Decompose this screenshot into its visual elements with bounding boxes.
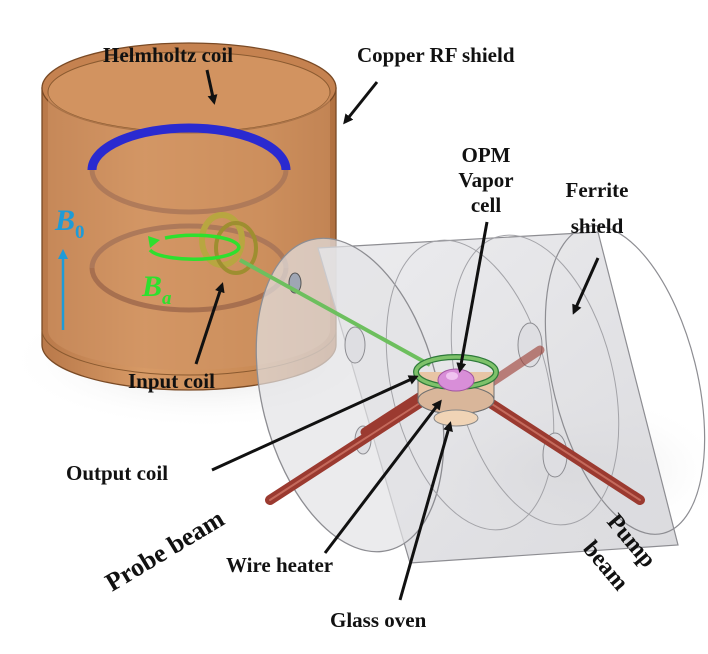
helmholtz-coil-upper — [87, 123, 291, 215]
label-ferrite-shield-line2: shield — [571, 214, 624, 238]
input-coil — [199, 212, 258, 275]
label-copper-rf-shield: Copper RF shield — [357, 43, 515, 67]
label-opm-vapor-cell-line2: Vapor — [458, 168, 513, 192]
label-glass-oven: Glass oven — [330, 608, 427, 632]
label-helmholtz-coil: Helmholtz coil — [103, 43, 233, 67]
arrow-wire-heater — [323, 399, 442, 554]
label-output-coil: Output coil — [66, 461, 168, 485]
arrow-copper-rf-shield — [343, 81, 379, 125]
arrow-glass-oven — [398, 421, 453, 601]
arrow-input-coil — [194, 282, 225, 365]
label-opm-vapor-cell-line1: OPM — [462, 143, 511, 167]
label-input-coil: Input coil — [128, 369, 215, 393]
arrow-ferrite-shield — [572, 257, 600, 315]
transfer-line — [239, 258, 431, 367]
arrow-opm-vapor-cell — [456, 221, 489, 373]
label-ferrite-shield-line1: Ferrite — [566, 178, 629, 202]
label-ba-subscript: a — [162, 288, 172, 309]
label-opm-vapor-cell-line3: cell — [471, 193, 501, 217]
label-wire-heater: Wire heater — [226, 553, 333, 577]
arrow-helmholtz-coil — [205, 69, 218, 105]
ba-field-arrow — [148, 233, 241, 261]
label-ba: Ba — [141, 270, 172, 309]
probe-beam — [265, 390, 437, 505]
label-b0-symbol: B — [54, 204, 75, 237]
pump-beam — [473, 390, 645, 505]
label-probe-beam: Probe beam — [100, 504, 229, 598]
vapor-cell — [437, 368, 475, 392]
copper-rf-shield — [41, 42, 337, 391]
arrow-output-coil — [211, 375, 419, 472]
label-b0: B0 — [54, 204, 85, 243]
ba-arrowhead — [148, 236, 160, 248]
label-b0-subscript: 0 — [75, 222, 85, 243]
label-ba-symbol: B — [141, 270, 162, 303]
